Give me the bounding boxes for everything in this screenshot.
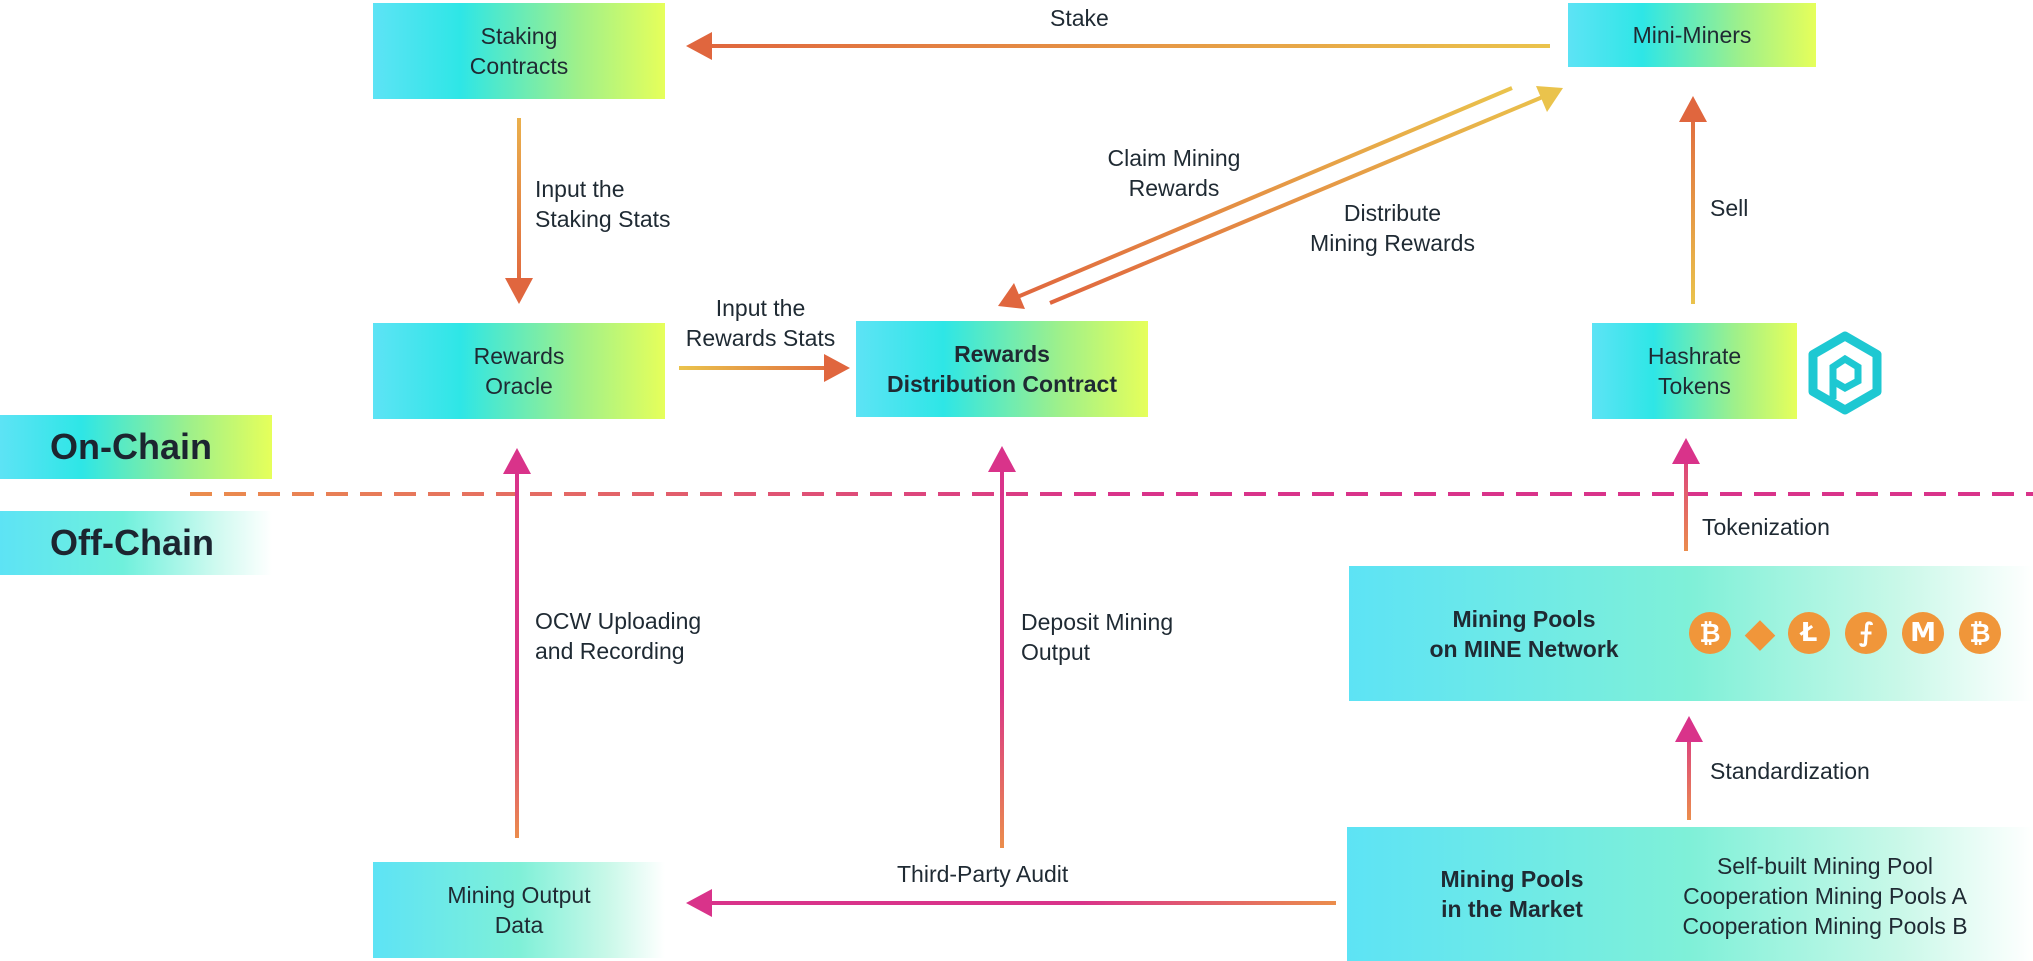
label-standardization: Standardization [1710,758,1870,784]
edge-distribute [1049,86,1563,305]
mine-logo-icon [1808,331,1882,415]
edge-claim [998,86,1513,309]
edge-deposit [988,446,1016,848]
edge-ocw [503,448,531,838]
edge-standardization [1675,716,1703,820]
edge-tokenization [1672,438,1700,551]
label-tokenization: Tokenization [1702,514,1830,540]
edge-input-rewards [679,354,850,382]
label-sell: Sell [1710,195,1749,221]
label-third-party-audit: Third-Party Audit [897,861,1069,887]
market-pool-item: Cooperation Mining Pools A [1683,883,1967,909]
market-pools-list: Self-built Mining Pool Cooperation Minin… [1660,851,1990,941]
filecoin-icon: ⨍ [1845,612,1887,654]
off-chain-label: Off-Chain [0,511,272,575]
edge-input-staking [505,118,533,304]
edge-audit [686,889,1336,917]
edge-stake [686,32,1550,60]
label-stake: Stake [1050,5,1109,31]
edge-sell [1679,96,1707,304]
market-pool-item: Cooperation Mining Pools B [1682,913,1968,939]
bitcoin-icon: ₿ [1689,612,1731,654]
node-mini-miners: Mini-Miners [1568,3,1816,67]
bitcoin-cash-icon: ₿ [1959,612,2001,654]
market-pool-item: Self-built Mining Pool [1716,853,1934,879]
monero-icon: M [1902,612,1944,654]
litecoin-icon: Ł [1788,612,1830,654]
on-chain-label: On-Chain [0,415,272,479]
ethereum-icon: ◆ [1744,610,1776,656]
